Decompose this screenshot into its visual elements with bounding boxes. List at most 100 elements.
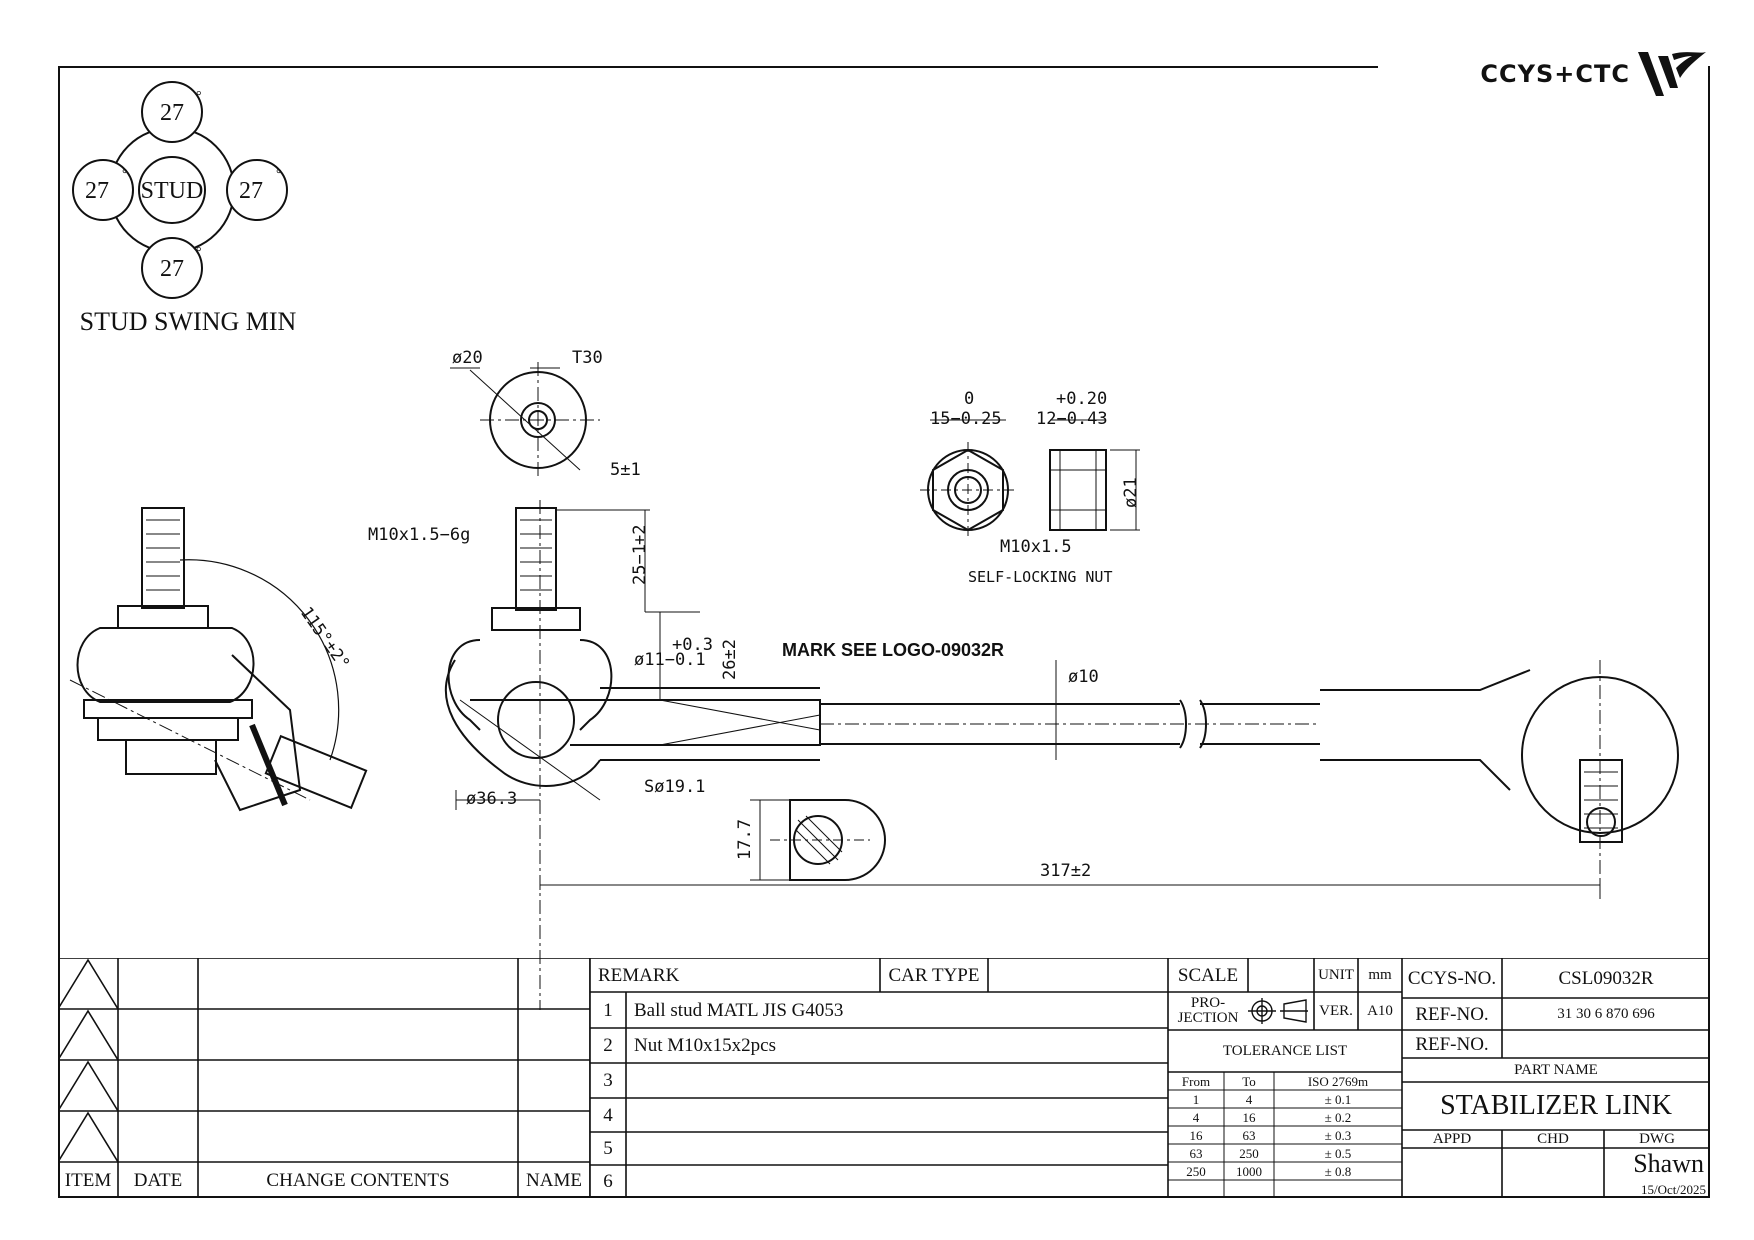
unit-label: UNIT [1318, 966, 1354, 983]
logo-text: CCYS+CTC [1480, 60, 1630, 88]
swing-caption: STUD SWING MIN [80, 307, 297, 336]
revision-header-change: CHANGE CONTENTS [266, 1169, 450, 1191]
dim-phi11: ø11−0.1 [634, 650, 706, 670]
swing-circle-top [141, 81, 203, 143]
ref-no-label: REF-NO. [1415, 1003, 1489, 1025]
swing-angle-right: 27 [239, 178, 263, 204]
dim-nut-p020: +0.20 [1056, 389, 1107, 409]
swing-angle-top: 27 [160, 100, 184, 126]
remark-row-4-n: 4 [603, 1104, 613, 1126]
tol-row-3-value: ± 0.3 [1324, 1127, 1352, 1143]
remark-row-5-n: 5 [603, 1138, 613, 1159]
swing-circle-center [138, 156, 206, 224]
company-logo: CCYS+CTC [1378, 44, 1708, 104]
tol-row-4-to: 250 [1239, 1145, 1259, 1161]
dim-phi36: ø36.3 [466, 789, 517, 809]
ball-joint-side-view [69, 507, 368, 812]
dim-5pm1: 5±1 [610, 460, 641, 480]
ref-no-2-label: REF-NO. [1415, 1033, 1489, 1055]
mark-note: MARK SEE LOGO-09032R [782, 640, 1004, 660]
dim-tol-25: 25−1 [630, 544, 650, 585]
swing-degree-left: ° [122, 167, 128, 182]
tolerance-grid [1168, 958, 1402, 1198]
tol-row-2-value: ± 0.2 [1324, 1109, 1352, 1125]
tol-row-5-from: 250 [1186, 1163, 1206, 1179]
tol-header-to: To [1242, 1073, 1256, 1089]
dim-angle: 115°±2° [296, 603, 353, 673]
tol-row-1-from: 1 [1192, 1091, 1200, 1107]
tol-header-from: From [1181, 1073, 1211, 1089]
dim-phi10: ø10 [1068, 667, 1099, 687]
nut-front-view [920, 442, 1016, 538]
dim-nut-zero: 0 [964, 389, 974, 409]
part-name-label: PART NAME [1514, 1061, 1598, 1078]
remark-row-1-text: Ball stud MATL JIS G4053 [634, 999, 844, 1021]
drawing-frame [58, 66, 1710, 1198]
swing-angle-left: 27 [85, 178, 109, 204]
projection-symbol-icon [1248, 998, 1308, 1024]
swing-circle-bottom [141, 237, 203, 299]
ref-no-value: 31 30 6 870 696 [1557, 1005, 1655, 1022]
dim-nut-phi21: ø21 [1121, 477, 1141, 508]
dim-nut-12: 12−0.43 [1036, 409, 1108, 429]
unit-value: mm [1368, 966, 1392, 983]
swing-degree-top: ° [196, 89, 202, 104]
remark-row-6-n: 6 [603, 1171, 613, 1192]
dim-26: 26±2 [720, 639, 740, 680]
revision-header-item: ITEM [64, 1169, 112, 1191]
drawing-date: 15/Oct/2025 [1641, 1181, 1706, 1197]
tol-row-5-value: ± 0.8 [1324, 1163, 1352, 1179]
revision-header-date: DATE [133, 1169, 183, 1191]
drawer-name: Shawn [1633, 1149, 1704, 1178]
remark-header: REMARK [598, 964, 680, 986]
ball-joint-section [444, 500, 821, 1010]
chd-label: CHD [1537, 1130, 1569, 1147]
dim-nut-m10: M10x1.5 [1000, 537, 1072, 557]
ccys-no-label: CCYS-NO. [1407, 967, 1497, 989]
ccys-no-value: CSL09032R [1558, 967, 1654, 989]
remark-row-2-n: 2 [603, 1035, 613, 1056]
tol-row-1-to: 4 [1245, 1091, 1253, 1107]
dim-t30: T30 [572, 348, 603, 368]
tol-header-iso: ISO 2769m [1307, 1073, 1369, 1089]
ball-joint-right-end [1320, 660, 1679, 900]
tol-row-4-from: 63 [1189, 1145, 1203, 1161]
dim-tol-plus2: +2 [630, 525, 650, 545]
nut-caption: SELF-LOCKING NUT [968, 568, 1113, 586]
scale-label: SCALE [1177, 964, 1239, 986]
stud-top-view [450, 362, 600, 478]
remark-row-3-n: 3 [603, 1070, 613, 1091]
appd-label: APPD [1432, 1130, 1472, 1147]
revision-header-name: NAME [526, 1169, 582, 1191]
part-name: STABILIZER LINK [1440, 1090, 1672, 1121]
swing-circle-right [226, 159, 288, 221]
tolerance-title: TOLERANCE LIST [1222, 1042, 1348, 1059]
swing-degree-bottom: ° [196, 245, 202, 260]
dim-17-7: 17.7 [735, 819, 755, 860]
tol-row-3-from: 16 [1189, 1127, 1203, 1143]
dimension-lines [455, 419, 1601, 890]
tol-row-3-to: 63 [1242, 1127, 1256, 1143]
dwg-label: DWG [1639, 1130, 1675, 1147]
ver-value: A10 [1367, 1002, 1393, 1019]
rod-cross-section [770, 799, 886, 881]
dim-nut-15: 15−0.25 [930, 409, 1002, 429]
projection-label: PRO-JECTION [1177, 995, 1239, 1026]
remarks-grid [590, 958, 1168, 1198]
tol-row-2-from: 4 [1192, 1109, 1200, 1125]
dim-phi20: ø20 [452, 348, 483, 368]
swing-degree-right: ° [276, 167, 282, 182]
part-info-grid [1402, 958, 1710, 1198]
swing-angle-bottom: 27 [160, 256, 184, 282]
dim-tol-p03: +0.3 [672, 635, 713, 655]
tol-row-2-to: 16 [1242, 1109, 1256, 1125]
tol-row-4-value: ± 0.5 [1324, 1145, 1352, 1161]
swing-center-label: STUD [141, 178, 204, 204]
remark-row-1-n: 1 [603, 999, 613, 1021]
nut-side-view [1049, 449, 1107, 531]
stabilizer-rod [820, 699, 1320, 749]
revision-grid [58, 958, 590, 1198]
tol-row-1-value: ± 0.1 [1324, 1091, 1352, 1107]
remark-row-2-text: Nut M10x15x2pcs [634, 1035, 776, 1056]
